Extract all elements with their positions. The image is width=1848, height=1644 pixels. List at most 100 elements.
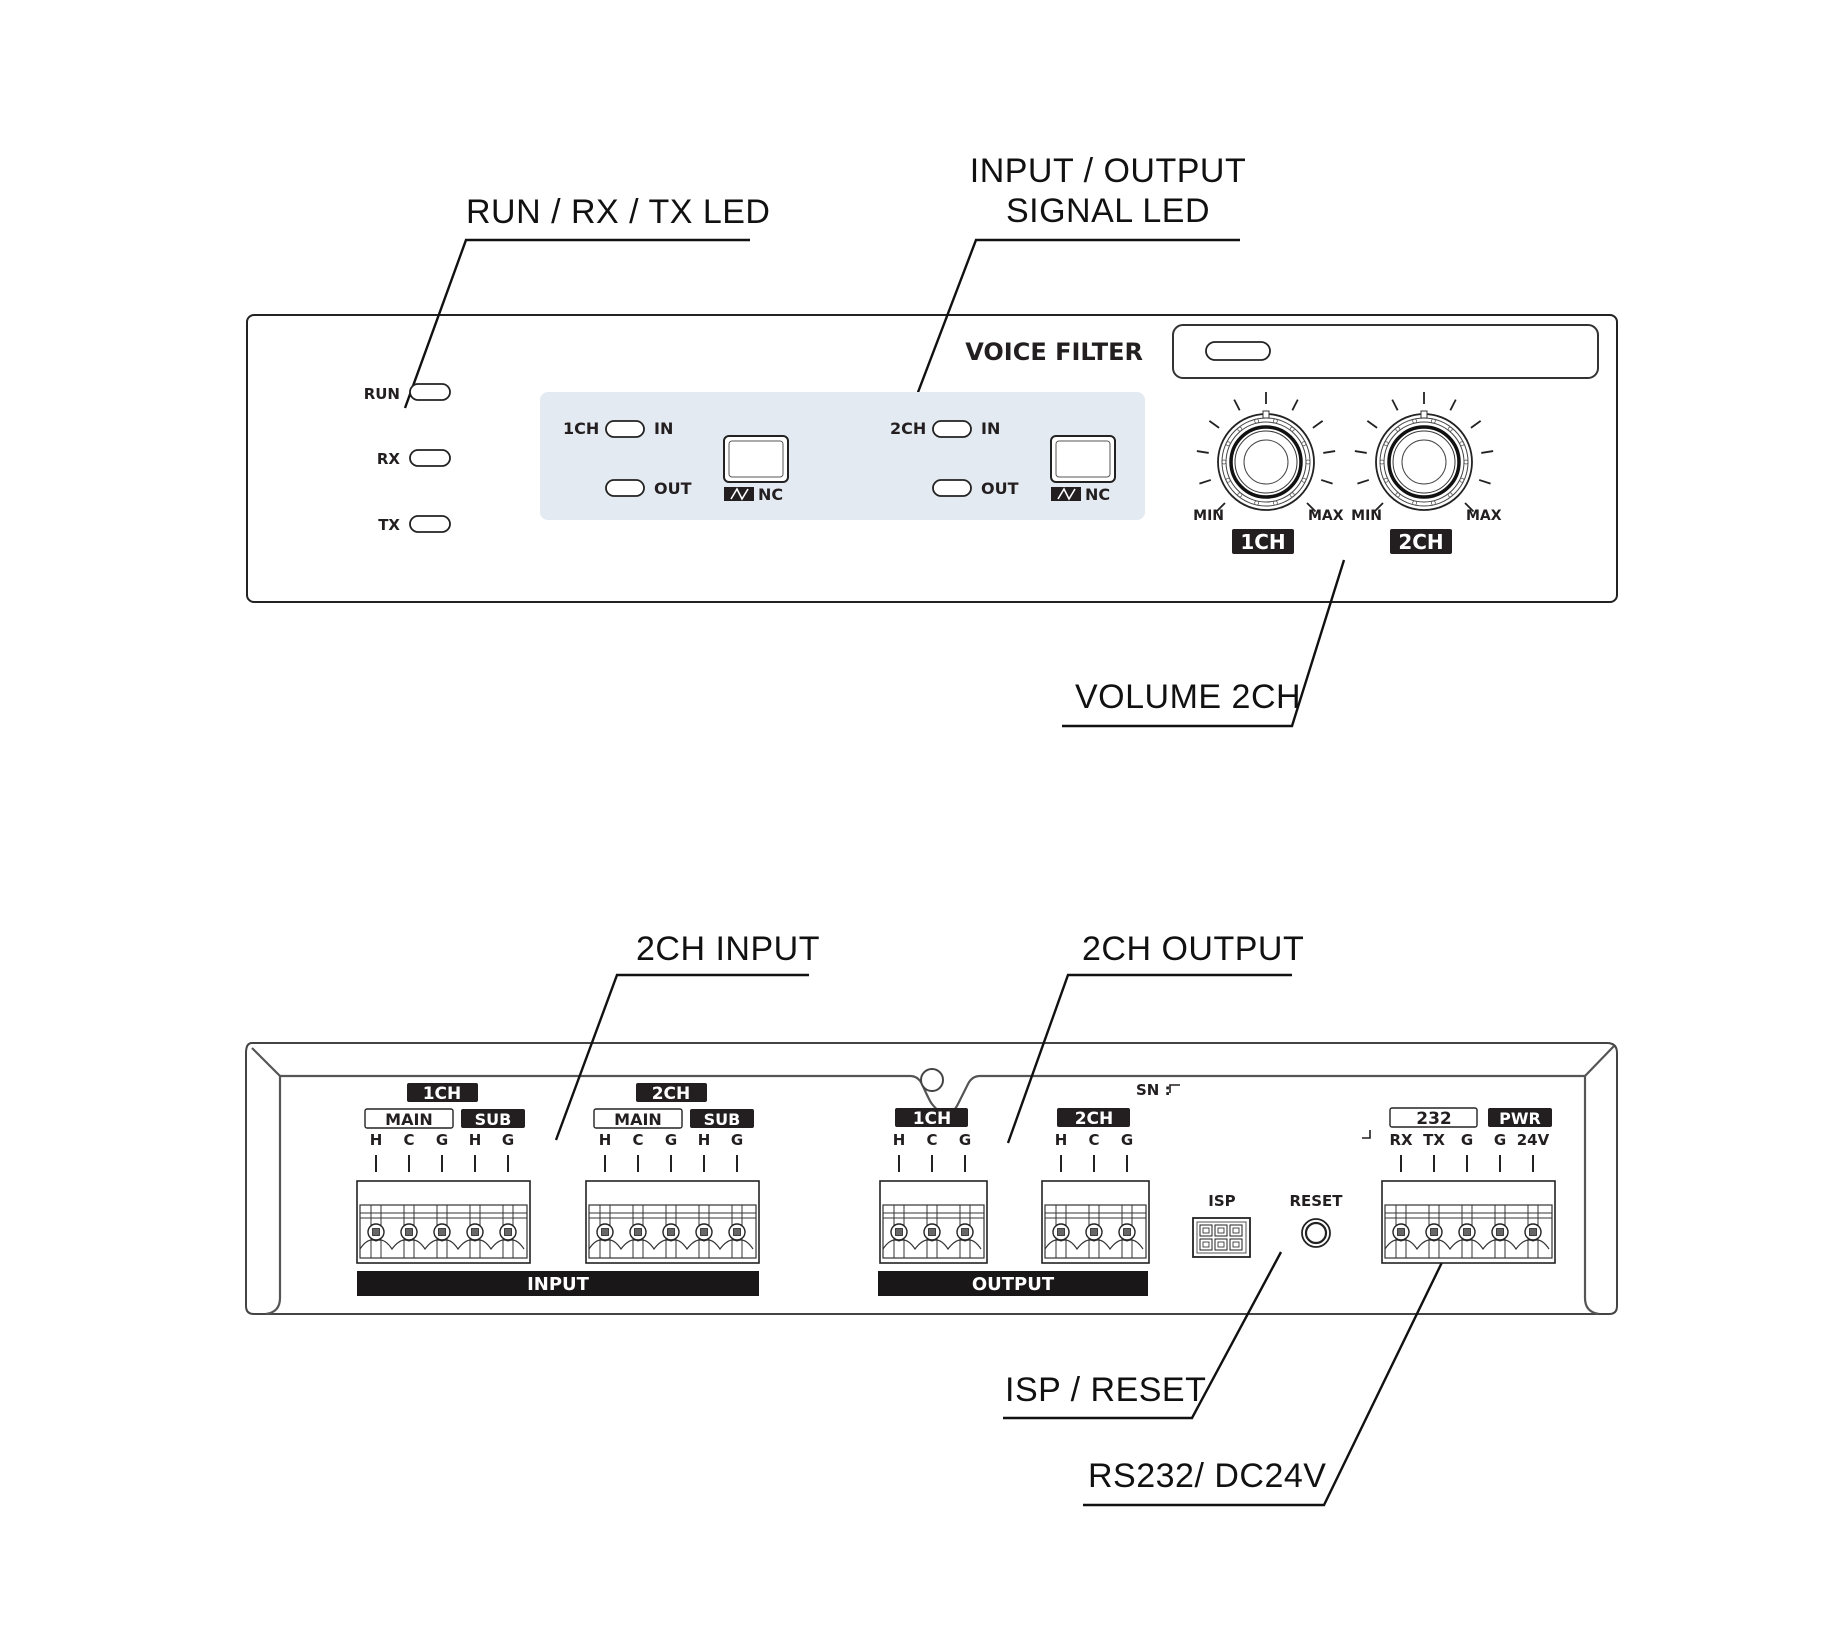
callout-isp-reset-leader xyxy=(1003,1251,1283,1420)
channel-badge xyxy=(636,1083,707,1102)
serial-number-corner-icon xyxy=(1169,1084,1180,1093)
knob-channel-badge xyxy=(1232,529,1294,554)
run-led-icon xyxy=(409,383,451,401)
knob-tick xyxy=(1481,450,1494,454)
noise-cancel-icon xyxy=(724,487,754,501)
rear-panel: SN : 2CH INPUT 2CH OUTPUT ISP / RESET RS… xyxy=(245,930,1618,1507)
knob-channel-label: 1CH xyxy=(1240,530,1285,554)
callout-status-led-text: RUN / RX / TX LED xyxy=(466,193,771,231)
sub-badge xyxy=(461,1109,525,1128)
input-terminal-block-1[interactable] xyxy=(356,1180,531,1264)
pin-label: H xyxy=(370,1131,383,1149)
input-banner xyxy=(357,1271,759,1296)
status-led-rx-label: RX xyxy=(377,450,401,468)
knob-tick xyxy=(1312,420,1324,429)
nc-button-2[interactable] xyxy=(1050,435,1116,483)
input-terminal-block-2[interactable] xyxy=(585,1180,760,1264)
volume-knob-1[interactable] xyxy=(1196,392,1336,513)
pwr-badge xyxy=(1488,1108,1552,1127)
knob-tick xyxy=(1354,450,1367,454)
reset-label: RESET xyxy=(1289,1192,1343,1210)
channel-label: 1CH xyxy=(913,1109,952,1129)
knob-tick xyxy=(1357,479,1370,485)
voice-filter-led-icon xyxy=(1205,341,1271,361)
status-led-tx: TX xyxy=(378,515,451,534)
knob-tick xyxy=(1306,502,1317,513)
callout-input-text: 2CH INPUT xyxy=(636,930,820,968)
control-terminal-block[interactable] xyxy=(1381,1180,1556,1264)
channel-1-in-led-icon xyxy=(605,420,645,438)
input-banner-label: INPUT xyxy=(527,1274,590,1295)
pin-label: C xyxy=(926,1131,937,1149)
knob-tick xyxy=(1320,479,1333,485)
channel-1-signal: 1CH IN OUT NC xyxy=(563,419,789,504)
rear-right-flange xyxy=(1583,1076,1600,1316)
signal-led-panel xyxy=(540,392,1145,520)
pin-label: G xyxy=(1461,1131,1473,1149)
main-badge xyxy=(364,1108,454,1129)
reset-button[interactable] xyxy=(1301,1218,1331,1248)
voice-filter-label: VOICE FILTER xyxy=(965,338,1143,366)
channel-label: 2CH xyxy=(1075,1109,1114,1129)
knob-tick xyxy=(1323,450,1336,454)
output-terminal-block-2[interactable] xyxy=(1041,1180,1150,1264)
callout-status-led: RUN / RX / TX LED xyxy=(403,193,771,409)
knob-tick xyxy=(1215,502,1226,513)
knob-tick xyxy=(1233,399,1241,411)
main-badge xyxy=(593,1108,683,1129)
output-banner xyxy=(878,1271,1148,1296)
pin-label: RX xyxy=(1389,1131,1413,1149)
callout-input: 2CH INPUT xyxy=(554,930,820,1141)
callout-volume-leader xyxy=(1062,559,1346,728)
channel-1-out-label: OUT xyxy=(654,479,692,498)
callout-isp-reset-text: ISP / RESET xyxy=(1005,1371,1206,1409)
channel-2-in-led-icon xyxy=(932,420,972,438)
isp-label: ISP xyxy=(1208,1192,1235,1210)
rx-led-icon xyxy=(409,449,451,467)
pin-label: G xyxy=(731,1131,743,1149)
pin-label: G xyxy=(502,1131,514,1149)
channel-label: 2CH xyxy=(652,1084,691,1104)
pin-label: H xyxy=(893,1131,906,1149)
callout-signal-led-text-1: INPUT / OUTPUT xyxy=(970,152,1247,190)
pin-label: 24V xyxy=(1517,1131,1550,1149)
knob-min-label: MIN xyxy=(1193,508,1224,524)
rs232-badge xyxy=(1389,1107,1478,1128)
pwr-label: PWR xyxy=(1499,1109,1541,1128)
callout-input-leader xyxy=(554,973,809,1141)
pin-label: TX xyxy=(1423,1131,1445,1149)
callout-output-leader xyxy=(1006,973,1292,1144)
knob-max-label: MAX xyxy=(1308,508,1344,524)
sub-badge xyxy=(690,1109,754,1128)
channel-2-out-led-icon xyxy=(932,479,972,497)
nc-button-1[interactable] xyxy=(723,435,789,483)
knob-tick xyxy=(1470,420,1482,429)
sub-label: SUB xyxy=(475,1110,512,1129)
knob-tick xyxy=(1449,399,1457,411)
callout-signal-led-leader xyxy=(910,238,1240,409)
isp-header[interactable] xyxy=(1192,1217,1251,1258)
callout-signal-led: INPUT / OUTPUT SIGNAL LED xyxy=(910,152,1247,409)
status-led-run-label: RUN xyxy=(364,385,400,403)
volume-knob-2[interactable] xyxy=(1354,392,1494,513)
output-terminal-block-1[interactable] xyxy=(879,1180,988,1264)
callout-volume: VOLUME 2CH xyxy=(1062,559,1346,728)
status-led-rx: RX xyxy=(377,449,451,468)
isp-pin-icon xyxy=(1199,1238,1213,1251)
pin-label: C xyxy=(1088,1131,1099,1149)
channel-badge xyxy=(895,1108,968,1127)
rs232-label: 232 xyxy=(1416,1109,1452,1129)
isp-pin-icon xyxy=(1229,1238,1243,1251)
callout-output-text: 2CH OUTPUT xyxy=(1082,930,1304,968)
sub-label: SUB xyxy=(704,1110,741,1129)
knob-tick xyxy=(1291,399,1299,411)
knob-channel-badge xyxy=(1390,529,1452,554)
knob-tick xyxy=(1478,479,1491,485)
